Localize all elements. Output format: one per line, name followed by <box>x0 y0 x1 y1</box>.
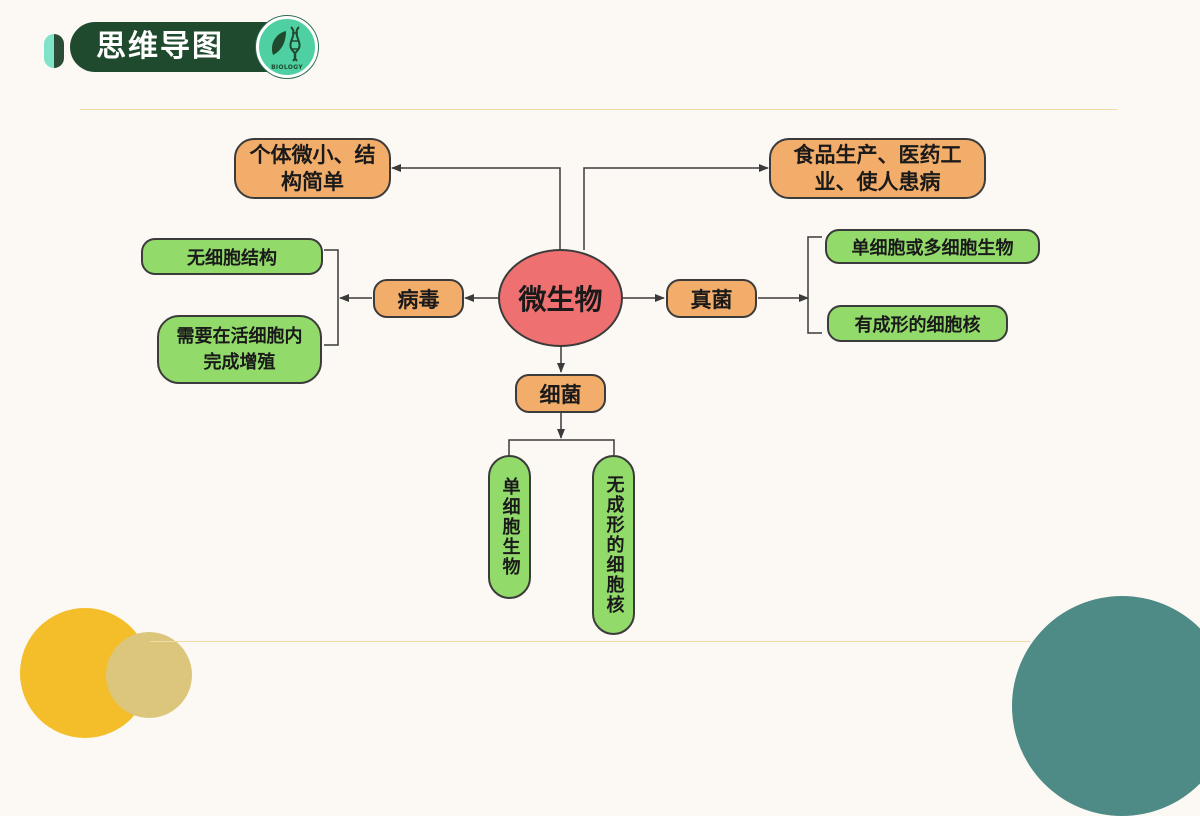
fungi-bracket <box>807 236 822 334</box>
header-accent <box>44 34 64 68</box>
center-node: 微生物 <box>498 249 623 347</box>
biology-logo: BIOLOGY <box>256 16 318 78</box>
virus-node: 病毒 <box>373 279 464 318</box>
connector-lines <box>324 164 822 455</box>
fungi-trait-2: 有成形的细胞核 <box>827 305 1008 342</box>
fungi-trait-1: 单细胞或多细胞生物 <box>825 229 1040 264</box>
virus-bracket <box>324 249 339 346</box>
virus-trait-2: 需要在活细胞内完成增殖 <box>157 315 322 384</box>
bacteria-trait-1: 单细胞生物 <box>488 455 531 599</box>
top-divider <box>80 109 1117 110</box>
uses-node: 食品生产、医药工业、使人患病 <box>769 138 986 199</box>
features-node: 个体微小、结构简单 <box>234 138 391 199</box>
bottom-divider <box>150 641 1030 642</box>
virus-trait-1: 无细胞结构 <box>141 238 323 275</box>
logo-text: BIOLOGY <box>271 64 303 71</box>
bacteria-split <box>508 439 615 455</box>
line-to-uses <box>583 164 769 250</box>
dna-leaf-icon <box>271 26 301 62</box>
bacteria-trait-2: 无成形的细胞核 <box>592 455 635 635</box>
bacteria-node: 细菌 <box>515 374 606 413</box>
fungi-node: 真菌 <box>666 279 757 318</box>
line-to-features <box>391 164 561 250</box>
